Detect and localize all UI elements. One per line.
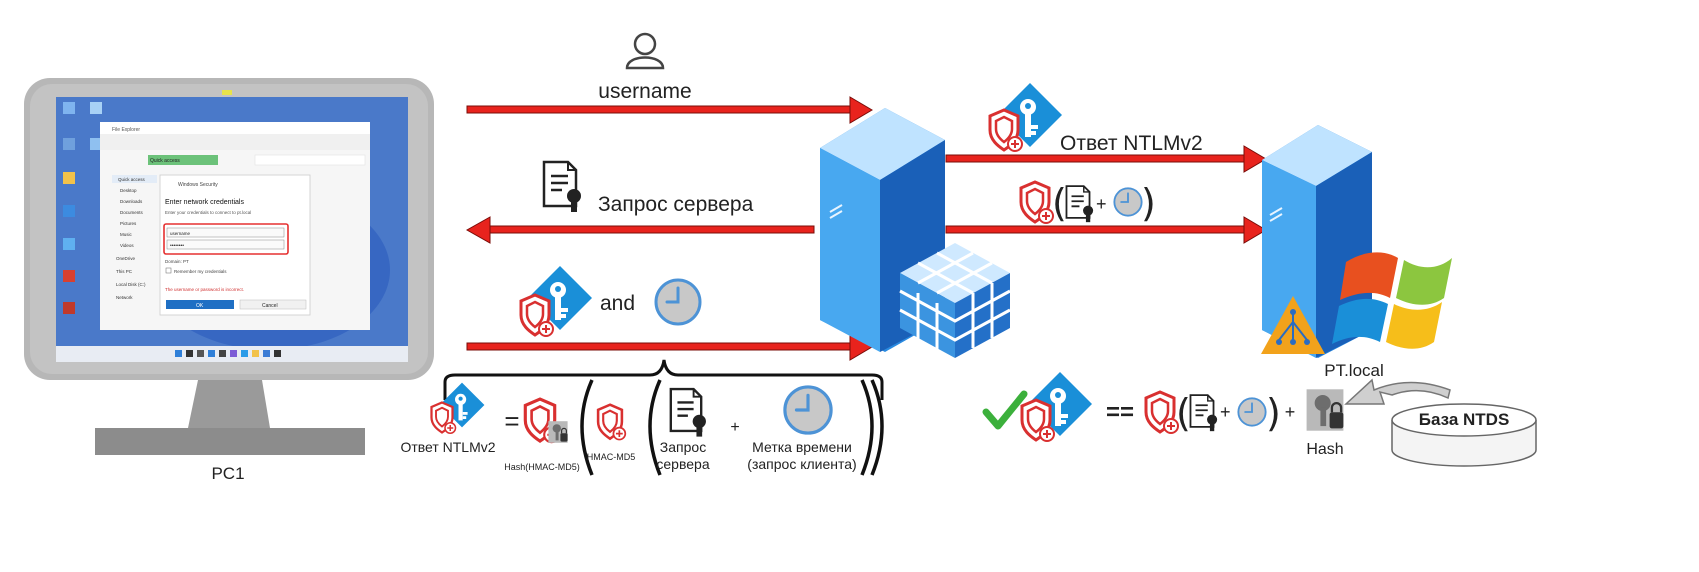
hmac-shield-icon xyxy=(596,403,627,441)
nav-item: Network xyxy=(116,295,133,300)
formula-request-line1: Запрос xyxy=(660,439,706,455)
database-disk-icon xyxy=(1391,403,1537,467)
quick-access-bar[interactable] xyxy=(148,155,218,165)
username-label: username xyxy=(598,80,691,103)
arrow-challenge-forward xyxy=(945,216,1267,244)
desktop-screen: File Explorer Quick access Quick access … xyxy=(56,97,408,362)
credentials-dialog: Windows Security Enter network credentia… xyxy=(159,174,311,316)
username-field[interactable] xyxy=(166,227,285,238)
remember-checkbox[interactable] xyxy=(165,267,172,274)
user-icon xyxy=(625,32,665,70)
svg-text:): ) xyxy=(1266,391,1281,435)
nav-pane: Quick access Desktop Downloads Documents… xyxy=(112,175,157,300)
paren-open-inner xyxy=(648,379,662,476)
verify-equals: == xyxy=(1106,399,1134,426)
document-key-icon xyxy=(669,387,708,438)
domain-line: Domain: PT xyxy=(165,259,189,264)
ntds-arrow xyxy=(1344,378,1451,405)
nav-item: This PC xyxy=(116,269,133,274)
paren-close-inner xyxy=(860,379,874,476)
svg-text:): ) xyxy=(1141,181,1156,225)
ntds-label: База NTDS xyxy=(1419,410,1510,429)
pc-label: PC1 xyxy=(211,464,244,483)
paren-close xyxy=(870,379,884,476)
database-cube-icon xyxy=(899,243,1011,358)
shield-key-icon xyxy=(988,83,1062,153)
document-key-icon xyxy=(542,160,583,214)
shield-key-icon xyxy=(430,382,485,435)
dialog-heading: Enter network credentials xyxy=(165,199,244,206)
hash-label: Hash xyxy=(1306,441,1343,458)
password-value: •••••••• xyxy=(170,243,184,249)
ntlm-response-label: Ответ NTLMv2 xyxy=(1060,132,1203,155)
error-text: The username or password is incorrect. xyxy=(165,287,244,292)
nav-item: Desktop xyxy=(120,188,137,193)
domain-label: PT.local xyxy=(1324,361,1384,380)
ok-button[interactable] xyxy=(166,300,234,309)
verify-plus: + xyxy=(1285,402,1296,422)
checkmark-icon xyxy=(982,390,1028,430)
nav-item: Downloads xyxy=(120,199,143,204)
clock-icon xyxy=(654,278,702,326)
shield-key-icon xyxy=(519,266,592,338)
challenge-formula-verify: ( + ) xyxy=(1144,390,1281,435)
nav-item: Documents xyxy=(120,210,144,215)
arrow-username xyxy=(466,96,873,124)
and-label: and xyxy=(600,292,635,315)
search-input[interactable] xyxy=(254,154,366,166)
remember-label: Remember my credentials xyxy=(174,269,227,274)
nav-item: Local Disk (C:) xyxy=(116,282,146,287)
challenge-formula: ( + ) xyxy=(1019,180,1156,225)
dialog-subtitle: Enter your credentials to connect to pt.… xyxy=(165,210,251,215)
nav-item: Pictures xyxy=(120,221,137,226)
server-request-label: Запрос сервера xyxy=(598,193,754,216)
arrow-server-request xyxy=(465,216,815,244)
arrow-client-response xyxy=(466,333,873,361)
shield-key-icon xyxy=(1020,372,1092,443)
nav-item: Music xyxy=(120,232,133,237)
formula-timestamp-line2: (запрос клиента) xyxy=(747,456,856,472)
formula-response-label: Ответ NTLMv2 xyxy=(400,439,495,455)
password-field[interactable] xyxy=(166,239,285,250)
credential-fields-highlight xyxy=(163,223,289,255)
formula-hash-label: Hash(HMAC-MD5) xyxy=(504,462,580,472)
domain-tree-icon xyxy=(1261,296,1325,354)
desktop-icons[interactable] xyxy=(63,102,102,314)
svg-text:Cancel: Cancel xyxy=(262,303,278,309)
svg-text:(: ( xyxy=(1052,181,1067,225)
svg-text:OK: OK xyxy=(196,303,204,309)
lock-hash-icon xyxy=(1305,388,1345,432)
nav-item: Videos xyxy=(120,243,134,248)
cancel-button[interactable] xyxy=(239,299,307,310)
svg-text:+: + xyxy=(1220,402,1231,422)
quick-access-label: Quick access xyxy=(150,158,180,164)
formula-timestamp-line1: Метка времени xyxy=(752,439,852,455)
svg-text:+: + xyxy=(1096,194,1107,214)
clock-icon xyxy=(783,385,833,435)
formula-request-line2: сервера xyxy=(656,456,709,472)
username-value: username xyxy=(170,231,191,236)
formula-hmac-label: HMAC-MD5 xyxy=(587,452,636,462)
taskbar-icons[interactable] xyxy=(175,350,281,357)
nav-item: OneDrive xyxy=(116,256,136,261)
arrow-ntlm-forward xyxy=(945,145,1267,173)
paren-open xyxy=(580,379,594,476)
dialog-title: Windows Security xyxy=(178,182,218,188)
windows-logo-icon xyxy=(1332,252,1452,349)
formula-plus: + xyxy=(730,419,739,436)
explorer-title: File Explorer xyxy=(112,127,140,133)
hash-shield-icon xyxy=(523,397,569,444)
svg-text:(: ( xyxy=(1176,391,1191,435)
nav-item: Quick access xyxy=(118,177,146,182)
formula-equals: = xyxy=(504,406,519,436)
formula-brace xyxy=(443,359,884,400)
